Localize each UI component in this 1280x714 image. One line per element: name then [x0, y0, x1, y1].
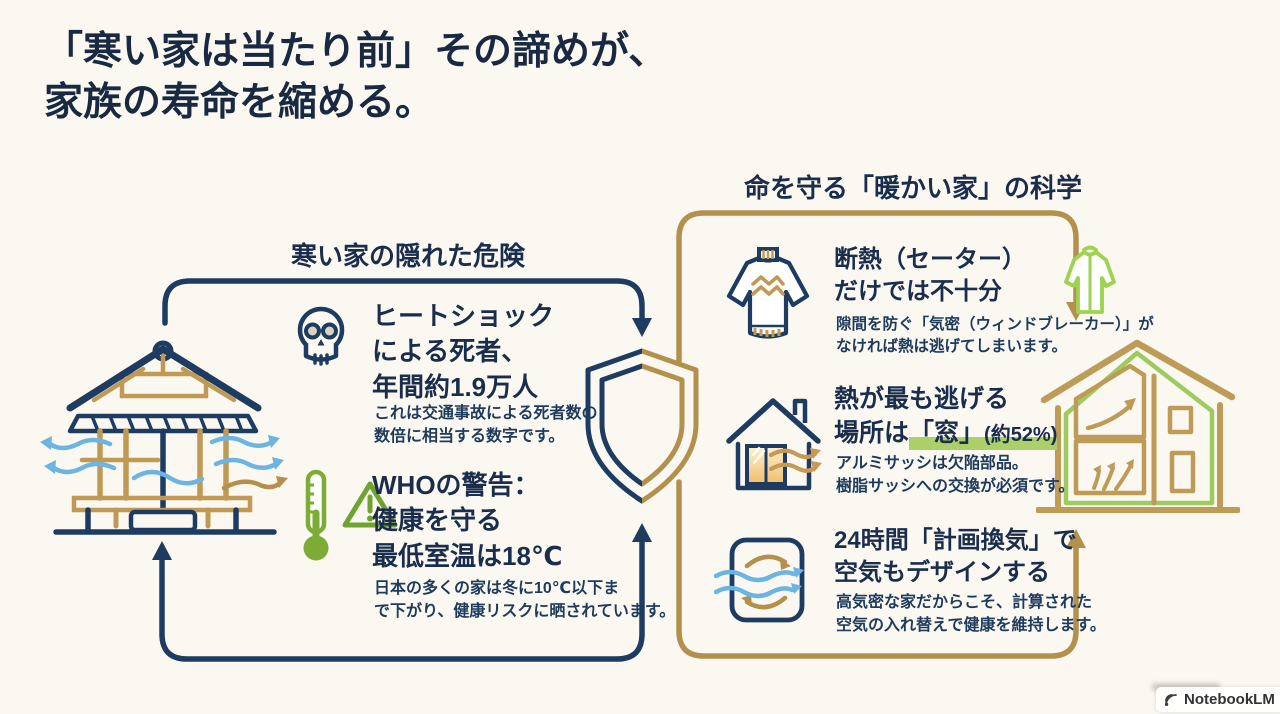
- insulation-body: 隙間を防ぐ「気密（ウィンドブレーカー）」が なければ熱は逃げてしまいます。: [836, 316, 1154, 356]
- insulation-heading: 断熱（セーター） だけでは不十分: [834, 246, 1026, 306]
- left-section-header: 寒い家の隠れた危険: [291, 241, 526, 271]
- windbreaker-icon: [1064, 245, 1116, 314]
- ventilation-heading: 24時間「計画換気」で 空気もデザインする: [834, 527, 1077, 587]
- windows-heading-highlight: 「窓」(約52%): [909, 418, 1058, 450]
- drafty-house-illustration: [40, 340, 288, 535]
- heatshock-body: これは交通事故による死者数の 数倍に相当する数字です。: [374, 405, 598, 446]
- sweater-icon: [726, 247, 810, 339]
- windows-heading-window: 「窓」: [909, 418, 985, 447]
- page-title: 「寒い家は当たり前」その諦めが、 家族の寿命を縮める。: [44, 30, 668, 125]
- windows-heading-note: (約52%): [984, 423, 1058, 446]
- windows-heading-prefix: 熱が最も逃げる 場所は: [834, 385, 1010, 447]
- insulated-house-illustration: [1036, 339, 1240, 513]
- heatshock-heading: ヒートショック による死者、 年間約1.9万人: [372, 301, 555, 402]
- notebooklm-watermark: NotebookLM: [1156, 687, 1280, 712]
- watermark-label: NotebookLM: [1184, 691, 1275, 708]
- warning-triangle-icon: [342, 481, 398, 528]
- windows-body: アルミサッシは欠陥部品。 樹脂サッシへの交換が必須です。: [836, 455, 1075, 496]
- windows-heading: 熱が最も逃げる 場所は「窓」(約52%): [834, 383, 1058, 450]
- window-house-icon: [726, 398, 822, 491]
- skull-icon: [297, 306, 345, 366]
- ventilation-body: 高気密な家だからこそ、計算された 空気の入れ替えで健康を維持します。: [836, 594, 1106, 635]
- notebooklm-logo-icon: [1165, 693, 1177, 706]
- shield-icon: [585, 348, 699, 504]
- who-body: 日本の多くの家は冬に10℃以下ま で下がり、健康リスクに晒されています。: [374, 580, 676, 621]
- right-section-header: 命を守る「暖かい家」の科学: [744, 173, 1083, 203]
- thermometer-icon: [303, 469, 329, 561]
- who-heading: WHOの警告： 健康を守る 最低室温は18℃: [372, 470, 563, 571]
- ventilation-icon: [714, 537, 805, 623]
